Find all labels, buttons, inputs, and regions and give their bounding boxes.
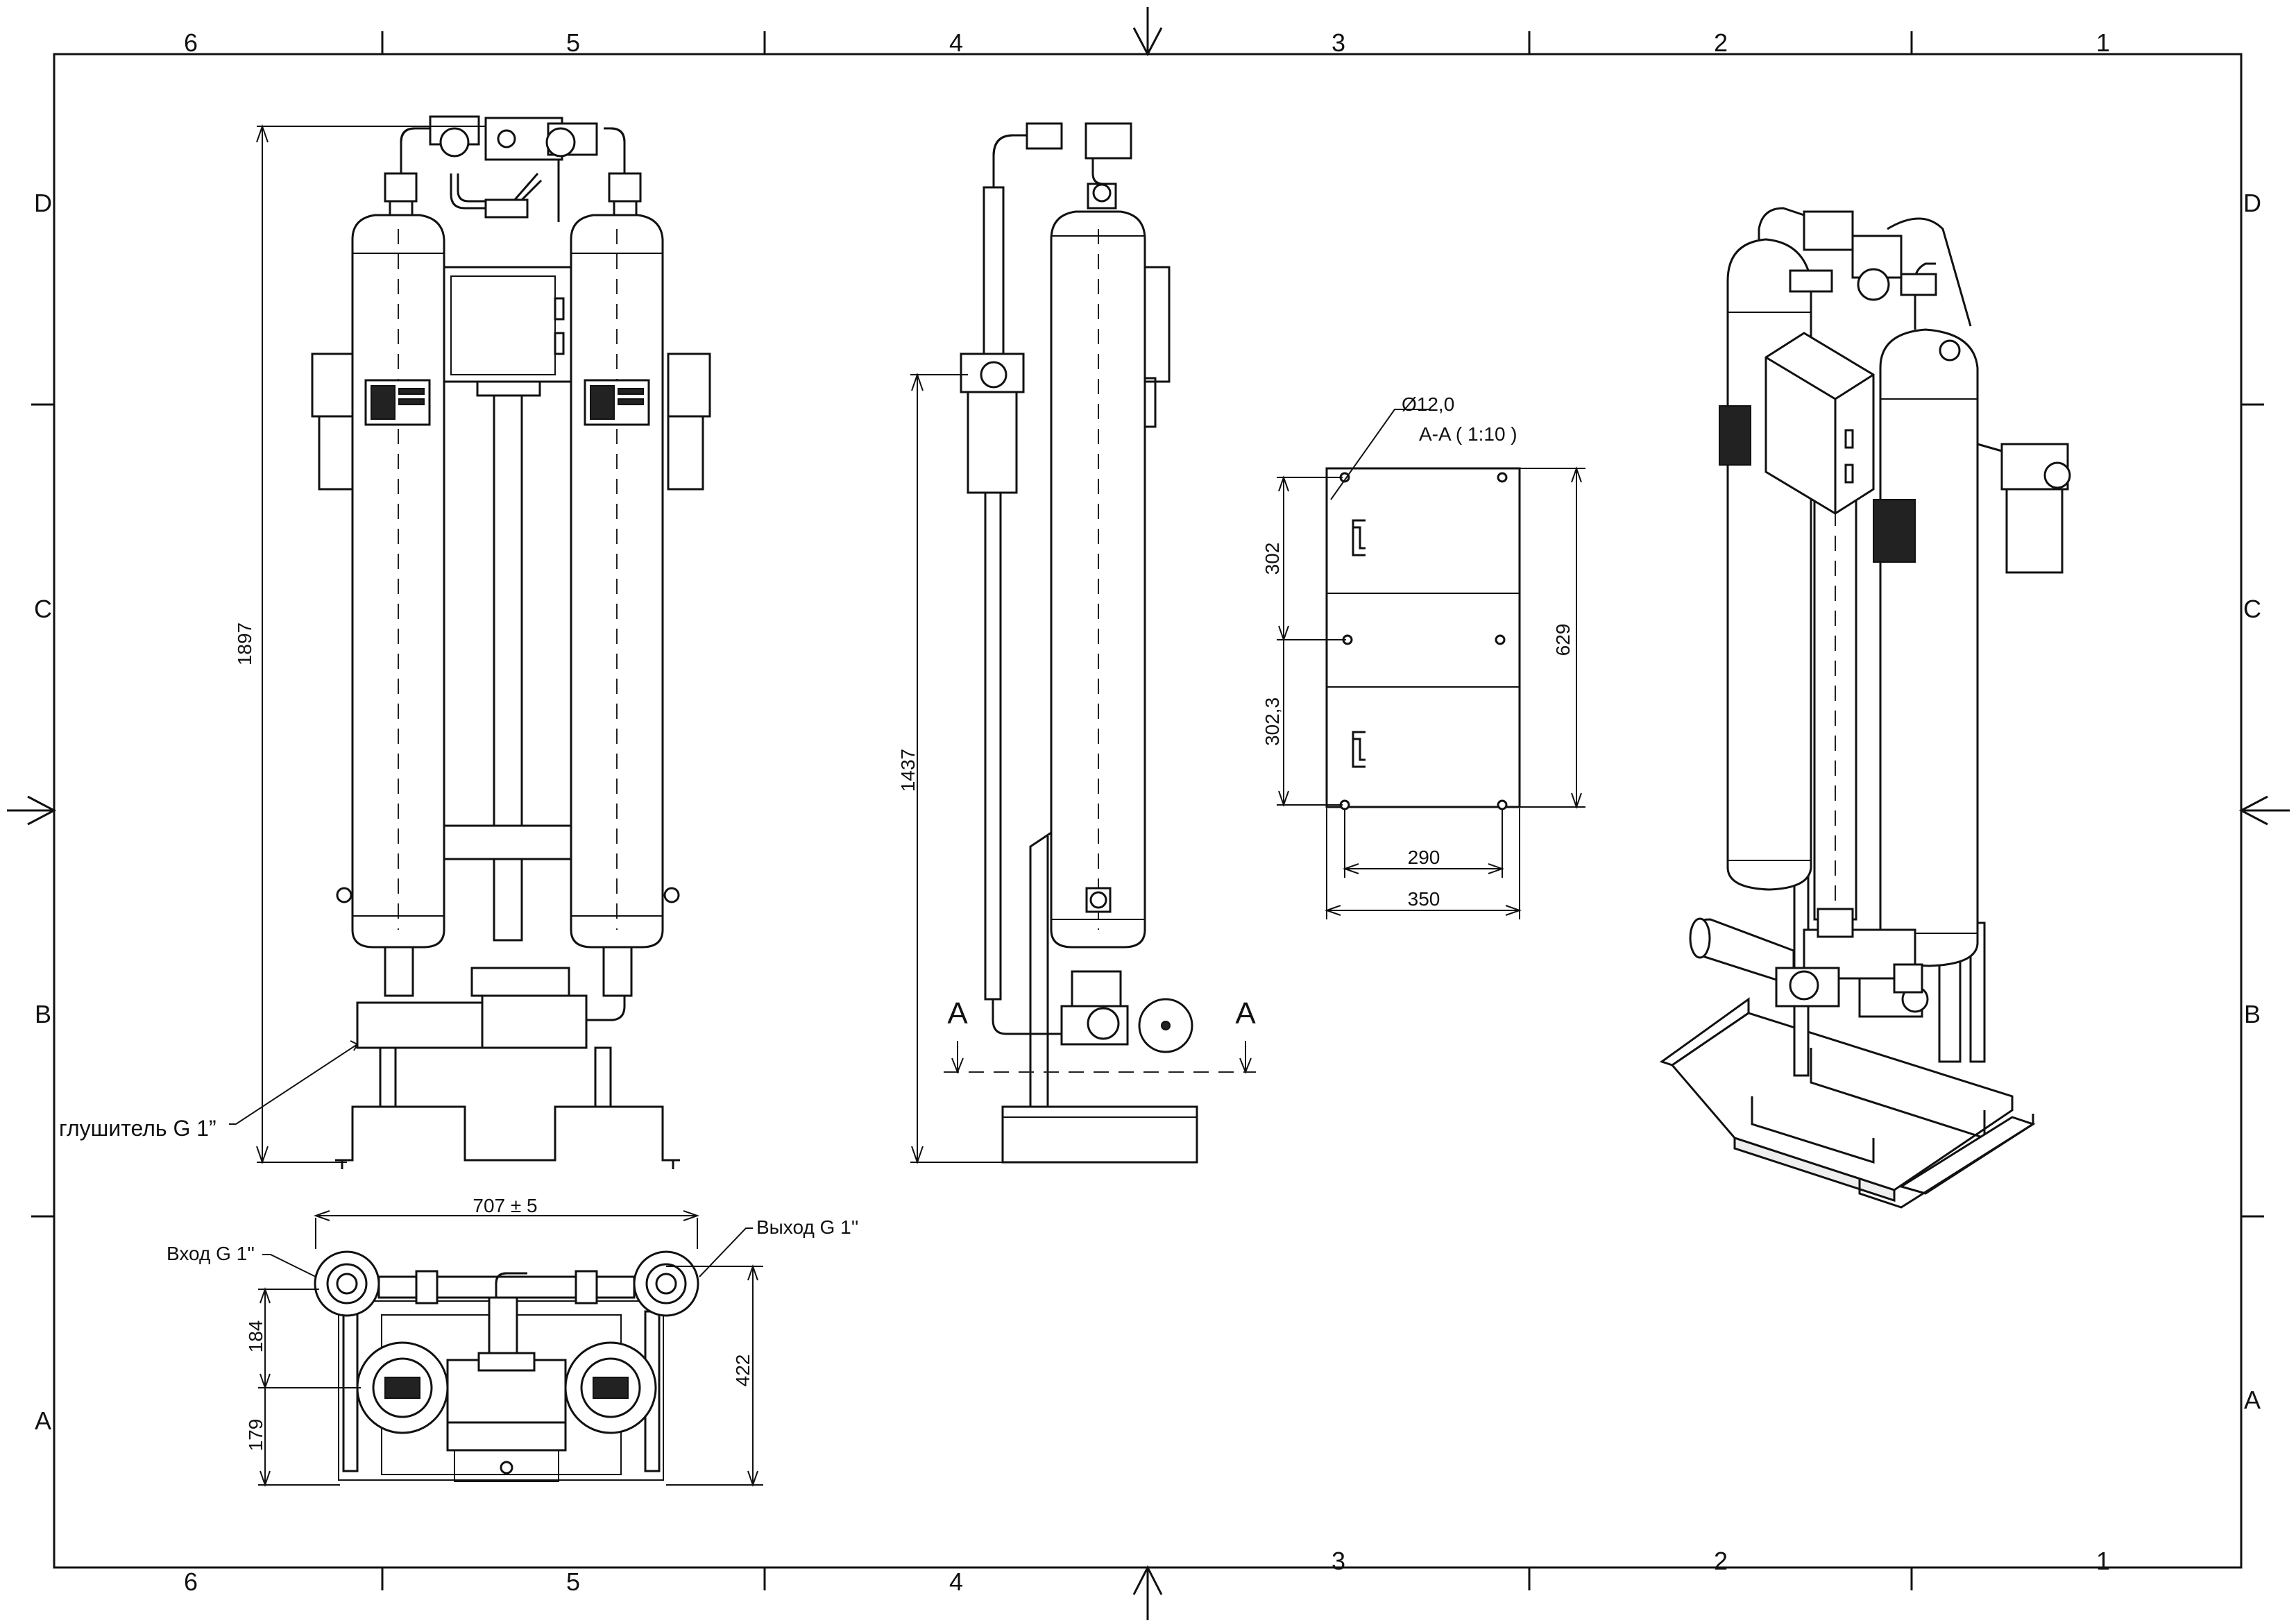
zone-col-label: 4 <box>949 28 963 57</box>
dimension-label: 179 <box>245 1419 266 1452</box>
side-view: A A 1437 <box>897 122 1256 1165</box>
dimension-1437: 1437 <box>897 372 1003 1165</box>
zone-row-label: D <box>34 189 52 217</box>
zone-row-label: D <box>2243 189 2261 217</box>
dimension-label: 1437 <box>897 749 919 792</box>
zone-row-label: B <box>2244 1000 2261 1028</box>
zone-col-label: 1 <box>2096 1547 2110 1575</box>
dimension-label: 290 <box>1408 847 1440 868</box>
dimension-1897: 1897 <box>234 124 486 1165</box>
zone-col-label: 6 <box>184 28 198 57</box>
zone-row-label: C <box>2243 595 2261 623</box>
zone-col-label: 5 <box>566 1567 580 1596</box>
zone-labels-right: D C B A <box>2243 189 2261 1414</box>
zone-labels-left: D C B A <box>34 189 52 1435</box>
isometric-view <box>1659 207 2071 1209</box>
section-title: A-A ( 1:10 ) <box>1419 423 1517 445</box>
drawing-frame <box>7 7 2290 1620</box>
dimension-label: 350 <box>1408 888 1440 910</box>
center-mark-left <box>7 795 57 826</box>
dimension-label: 1897 <box>234 622 255 665</box>
zone-col-label: 3 <box>1332 28 1345 57</box>
zone-col-label: 3 <box>1332 1547 1345 1575</box>
dimension-label: 302 <box>1261 543 1283 575</box>
zone-row-label: A <box>2244 1386 2261 1414</box>
zone-col-label: 6 <box>184 1567 198 1596</box>
zone-col-label: 2 <box>1714 28 1728 57</box>
zone-col-label: 2 <box>1714 1547 1728 1575</box>
center-mark-bottom <box>1132 1565 1163 1620</box>
zone-col-label: 5 <box>566 28 580 57</box>
section-mark-left: A <box>947 996 968 1030</box>
dimension-label: 707 ± 5 <box>473 1195 537 1216</box>
zone-col-label: 4 <box>949 1567 963 1596</box>
section-mark-right: A <box>1235 996 1256 1030</box>
dimension-label: 422 <box>732 1354 754 1387</box>
dimension-label: 302,3 <box>1261 697 1283 746</box>
zone-row-label: C <box>34 595 52 623</box>
zone-labels-bottom: 6 5 4 3 2 1 <box>184 1547 2110 1596</box>
dimension-label: 184 <box>245 1320 266 1353</box>
front-view: 1897 глушитель G 1” <box>59 115 711 1169</box>
center-mark-top <box>1132 7 1163 57</box>
outlet-label: Выход G 1'' <box>756 1216 858 1238</box>
top-view: 707 ± 5 Вход G 1'' Выход G 1'' 184 179 4… <box>167 1195 858 1488</box>
dimension-label: 629 <box>1552 624 1574 656</box>
section-view-a-a: Ø12,0 A-A ( 1:10 ) 302 302,3 629 290 <box>1261 393 1585 919</box>
inlet-label: Вход G 1'' <box>167 1243 255 1264</box>
zone-col-label: 1 <box>2096 28 2110 57</box>
zone-row-label: A <box>35 1407 51 1435</box>
zone-labels-top: 6 5 4 3 2 1 <box>184 28 2110 57</box>
center-mark-right <box>2238 795 2290 826</box>
muffler-label: глушитель G 1” <box>59 1116 216 1141</box>
muffler-callout: глушитель G 1” <box>59 1040 359 1141</box>
zone-row-label: B <box>35 1000 51 1028</box>
hole-diameter-label: Ø12,0 <box>1402 393 1454 415</box>
